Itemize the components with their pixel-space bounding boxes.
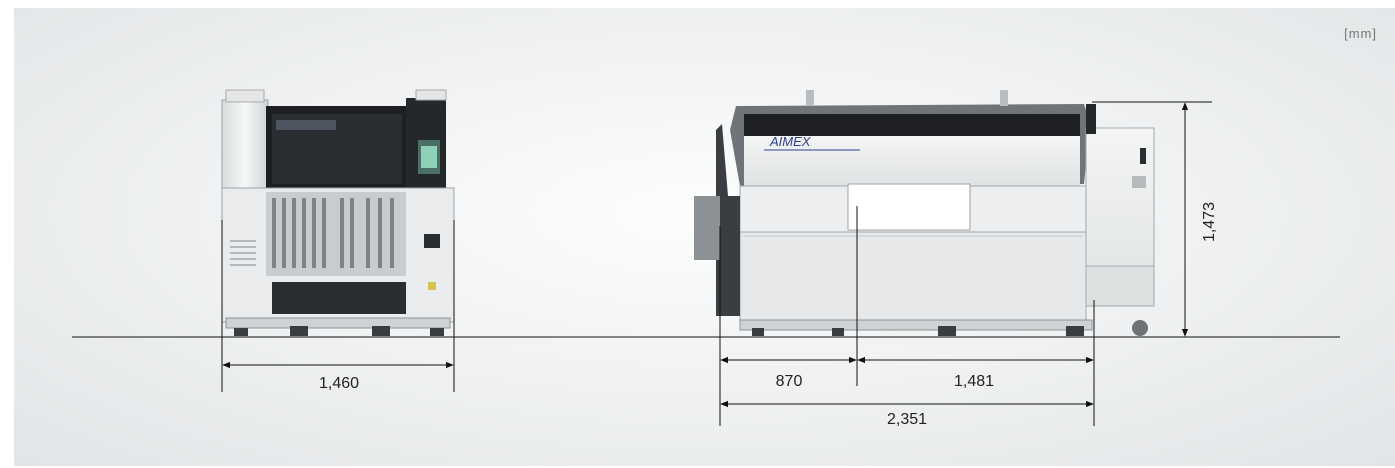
unit-label: [mm] [1344,26,1377,41]
side-view-machine: AIMEX [694,90,1155,336]
side-depth-dimensions [719,206,1095,426]
side-depth-front-label: 870 [776,373,803,390]
side-depth-rear-label: 1,481 [954,373,994,390]
side-depth-total-label: 2,351 [887,411,927,428]
brand-logo: AIMEX [769,134,812,149]
side-height-dimension [1092,101,1212,338]
front-view-machine [221,89,455,336]
front-width-dimension [221,220,455,392]
side-height-label: 1,473 [1201,202,1218,242]
front-width-label: 1,460 [319,375,359,392]
